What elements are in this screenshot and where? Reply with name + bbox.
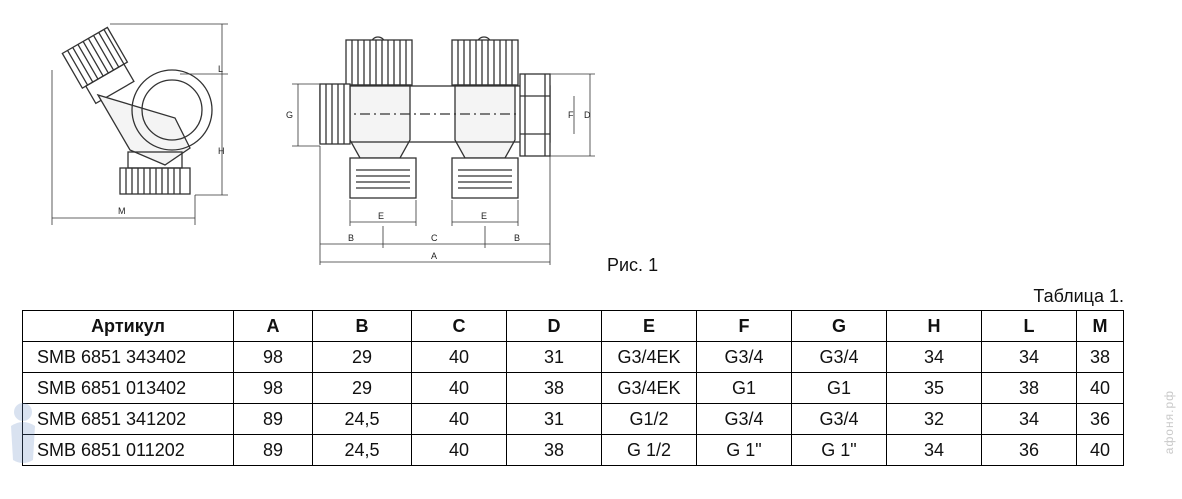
table-cell: SMB 6851 011202 — [22, 434, 234, 466]
table-cell: G 1" — [696, 434, 792, 466]
header-cell: A — [233, 310, 313, 342]
table-cell: 38 — [1076, 341, 1124, 373]
header-cell: E — [601, 310, 697, 342]
table-cell: G 1/2 — [601, 434, 697, 466]
table-cell: 29 — [312, 372, 412, 404]
label-L: L — [218, 64, 223, 74]
table-cell: 40 — [411, 372, 507, 404]
table-caption: Таблица 1. — [1033, 286, 1124, 306]
label-F: F — [568, 110, 574, 120]
table-cell: 32 — [886, 403, 982, 435]
table-cell: 34 — [981, 341, 1077, 373]
table-cell: 35 — [886, 372, 982, 404]
label-D: D — [584, 110, 591, 120]
label-E-right: E — [481, 211, 487, 221]
header-cell: C — [411, 310, 507, 342]
table-cell: 40 — [411, 341, 507, 373]
table-cell: 24,5 — [312, 434, 412, 466]
table-cell: 98 — [233, 372, 313, 404]
table-cell: SMB 6851 013402 — [22, 372, 234, 404]
table-cell: G1 — [696, 372, 792, 404]
label-G: G — [286, 110, 293, 120]
side-view-drawing — [51, 23, 228, 225]
table-cell: 38 — [981, 372, 1077, 404]
label-M: M — [118, 206, 126, 216]
table-cell: 34 — [981, 403, 1077, 435]
header-cell: F — [696, 310, 792, 342]
table-cell: 38 — [506, 434, 602, 466]
spec-table: Артикул A B C D E F G H L M SMB 6851 343… — [22, 310, 1124, 466]
label-A: A — [431, 251, 437, 261]
header-cell: L — [981, 310, 1077, 342]
table-cell: 31 — [506, 341, 602, 373]
label-H: H — [218, 146, 225, 156]
watermark-logo-icon — [11, 403, 35, 463]
header-cell: Артикул — [22, 310, 234, 342]
table-cell: 29 — [312, 341, 412, 373]
table-cell: 24,5 — [312, 403, 412, 435]
table-cell: G3/4 — [696, 403, 792, 435]
label-B-right: B — [514, 233, 520, 243]
table-cell: 89 — [233, 434, 313, 466]
table-cell: 40 — [1076, 372, 1124, 404]
table-cell: 34 — [886, 434, 982, 466]
table-cell: G3/4 — [791, 341, 887, 373]
table-cell: 36 — [981, 434, 1077, 466]
table-cell: G 1" — [791, 434, 887, 466]
table-cell: 40 — [411, 403, 507, 435]
table-cell: G3/4EK — [601, 372, 697, 404]
table-cell: 40 — [1076, 434, 1124, 466]
table-cell: G3/4 — [791, 403, 887, 435]
watermark-text: афоня.рф — [1162, 390, 1176, 455]
table-row: SMB 6851 341202 89 24,5 40 31 G1/2 G3/4 … — [22, 403, 1124, 435]
front-view-drawing — [292, 36, 595, 265]
table-cell: G3/4 — [696, 341, 792, 373]
table-cell: 34 — [886, 341, 982, 373]
table-cell: G3/4EK — [601, 341, 697, 373]
label-E-left: E — [378, 211, 384, 221]
header-cell: M — [1076, 310, 1124, 342]
table-cell: 38 — [506, 372, 602, 404]
table-header-row: Артикул A B C D E F G H L M — [22, 310, 1124, 342]
table-row: SMB 6851 343402 98 29 40 31 G3/4EK G3/4 … — [22, 341, 1124, 373]
label-B-left: B — [348, 233, 354, 243]
header-cell: B — [312, 310, 412, 342]
table-cell: G1 — [791, 372, 887, 404]
table-cell: 89 — [233, 403, 313, 435]
table-cell: 40 — [411, 434, 507, 466]
figure-caption: Рис. 1 — [607, 255, 659, 275]
table-cell: SMB 6851 343402 — [22, 341, 234, 373]
header-cell: H — [886, 310, 982, 342]
table-cell: SMB 6851 341202 — [22, 403, 234, 435]
table-cell: 98 — [233, 341, 313, 373]
technical-drawing: L H M G F D E E B C B A — [51, 23, 595, 265]
table-cell: 31 — [506, 403, 602, 435]
table-cell: 36 — [1076, 403, 1124, 435]
table-cell: G1/2 — [601, 403, 697, 435]
header-cell: D — [506, 310, 602, 342]
header-cell: G — [791, 310, 887, 342]
table-row: SMB 6851 011202 89 24,5 40 38 G 1/2 G 1"… — [22, 434, 1124, 466]
label-C: C — [431, 233, 438, 243]
table-row: SMB 6851 013402 98 29 40 38 G3/4EK G1 G1… — [22, 372, 1124, 404]
